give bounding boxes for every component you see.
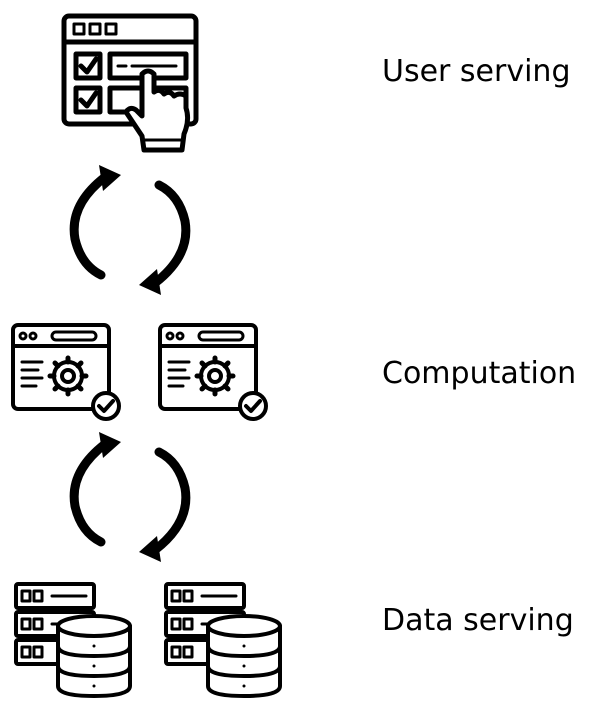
layer-label-computation: Computation	[382, 356, 577, 391]
server-database-icon	[162, 580, 284, 698]
layer-label-user-serving: User serving	[382, 54, 571, 89]
server-database-icon	[12, 580, 134, 698]
web-form-click-icon	[60, 12, 205, 157]
layer-label-data-serving: Data serving	[382, 603, 574, 638]
web-settings-icon	[10, 322, 122, 422]
sync-cycle-arrows-icon	[65, 432, 195, 562]
sync-cycle-arrows-icon	[65, 165, 195, 295]
web-settings-icon	[157, 322, 269, 422]
